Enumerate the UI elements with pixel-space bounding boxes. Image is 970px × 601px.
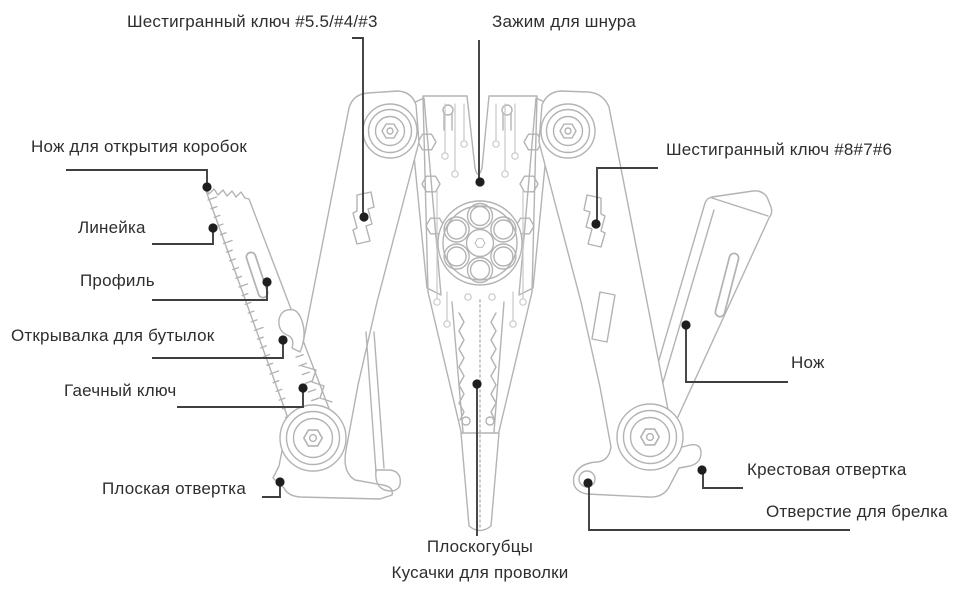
hole-wheel: [437, 200, 523, 286]
grip-serration-left: [458, 312, 465, 421]
label-profile: Профиль: [80, 271, 155, 290]
wire-cutter-notch: [485, 416, 495, 426]
wire-cutter-notch: [461, 416, 471, 426]
wrench-notches: [301, 365, 333, 403]
callout-dot-bottle-opener: [278, 335, 288, 345]
label-wire-cutters: Кусачки для проволки: [391, 563, 569, 582]
callout-dot-hex-key-big: [591, 219, 601, 229]
knife-blade: [645, 190, 773, 427]
callout-dot-box-opening-knife: [202, 182, 212, 192]
leader-lines: [66, 37, 850, 536]
label-pliers: Плоскогубцы: [426, 537, 534, 556]
label-bottle-opener: Открывалка для бутылок: [11, 326, 215, 345]
label-knife: Нож: [791, 353, 825, 372]
pivot-bottom-left: [279, 404, 347, 472]
handle-slot: [591, 291, 616, 343]
pivot-top-left: [362, 103, 418, 159]
callout-dots: [202, 177, 707, 488]
hex-key-cutout-left: [352, 191, 375, 245]
callout-dot-knife: [681, 320, 691, 330]
left-flap: [408, 97, 442, 296]
ruler-blade: [204, 187, 339, 447]
label-flat-screwdriver: Плоская отвертка: [102, 479, 246, 498]
pivot-bottom-right: [616, 403, 684, 471]
label-keyring-hole: Отверстие для брелка: [766, 502, 948, 521]
callout-dot-phillips-screwdriver: [697, 465, 707, 475]
callout-dot-ruler: [208, 223, 218, 233]
callout-dot-keyring-hole: [583, 478, 593, 488]
pliers-head: [408, 95, 552, 532]
circuit-engraving: [433, 103, 527, 328]
ruler-ticks: [207, 196, 295, 419]
right-flap: [518, 97, 552, 296]
label-cord-clip: Зажим для шнура: [492, 12, 637, 31]
callout-dot-wrench: [298, 383, 308, 393]
label-ruler: Линейка: [78, 218, 146, 237]
callout-dot-profile: [262, 277, 272, 287]
label-box-opening-knife: Нож для открытия коробок: [31, 137, 248, 156]
callout-dot-cord-clip: [475, 177, 485, 187]
pivot-top-right: [540, 103, 596, 159]
bottle-opener-cutout: [278, 309, 305, 353]
callout-dot-flat-screwdriver: [275, 477, 285, 487]
label-hex-key-big: Шестигранный ключ #8#7#6: [666, 140, 893, 159]
label-wrench: Гаечный ключ: [64, 381, 177, 400]
callout-dot-pliers: [472, 379, 482, 389]
label-hex-key-small: Шестигранный ключ #5.5/#4/#3: [127, 12, 378, 31]
hex-key-cutout-right: [583, 194, 606, 248]
grip-serration-right: [490, 312, 497, 421]
label-phillips-screwdriver: Крестовая отвертка: [747, 460, 907, 479]
callout-dot-hex-key-small: [359, 212, 369, 222]
lanyard-hook: [365, 331, 401, 492]
pivot-screws: [279, 103, 684, 472]
